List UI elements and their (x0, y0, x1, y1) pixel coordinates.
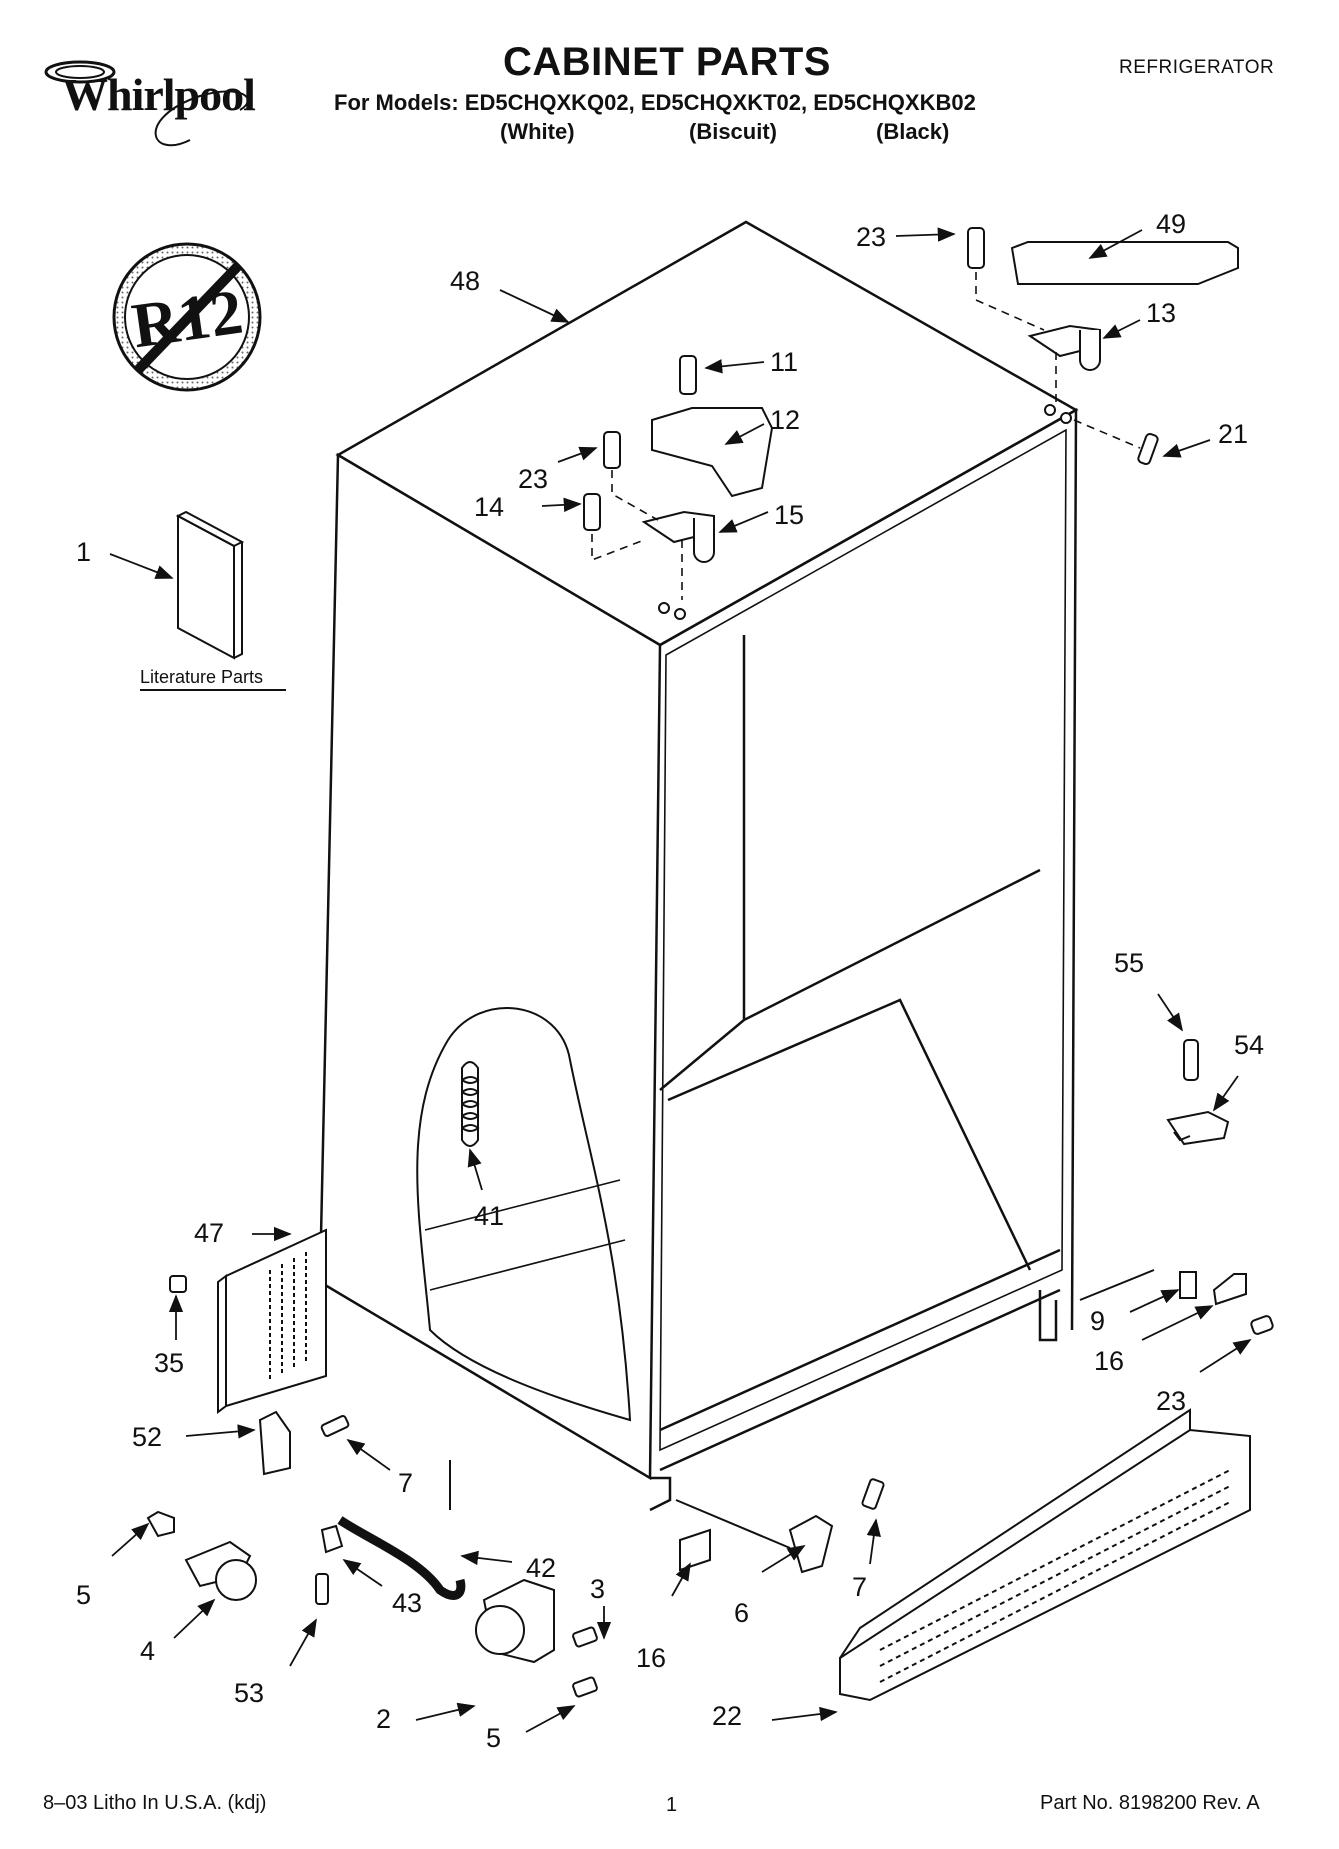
bottom-hardware (146, 1410, 885, 1698)
callout-14: 14 (474, 492, 504, 522)
callout-1: 1 (76, 537, 91, 567)
callout-9: 9 (1090, 1306, 1105, 1336)
callout-16-right: 16 (1094, 1346, 1124, 1376)
callout-numbers: 48 23 49 13 11 12 23 14 15 21 1 55 54 41… (76, 209, 1264, 1753)
callout-12: 12 (770, 405, 800, 435)
callout-6: 6 (734, 1598, 749, 1628)
rear-access-panel (169, 1228, 327, 1414)
callout-16-bottom: 16 (636, 1643, 666, 1673)
callout-53: 53 (234, 1678, 264, 1708)
callout-7-left: 7 (398, 1468, 413, 1498)
callout-48: 48 (450, 266, 480, 296)
callout-54: 54 (1234, 1030, 1264, 1060)
callout-labels (109, 227, 1252, 1733)
callout-5-bottom: 5 (486, 1723, 501, 1753)
color-black: (Black) (876, 119, 950, 144)
callout-3: 3 (590, 1574, 605, 1604)
callout-42: 42 (526, 1553, 556, 1583)
color-biscuit: (Biscuit) (689, 119, 777, 144)
callout-7-right: 7 (852, 1572, 867, 1602)
callout-15: 15 (774, 500, 804, 530)
callout-43: 43 (392, 1588, 422, 1618)
callout-4: 4 (140, 1636, 155, 1666)
footer-part-number: Part No. 8198200 Rev. A (1040, 1792, 1260, 1814)
toe-grille (839, 1408, 1251, 1702)
callout-52: 52 (132, 1422, 162, 1452)
callout-23-top: 23 (856, 222, 886, 252)
right-side-hardware (1079, 1039, 1274, 1335)
callout-55: 55 (1114, 948, 1144, 978)
whirlpool-swirl-icon (44, 60, 249, 147)
callout-22: 22 (712, 1701, 742, 1731)
dashed-leader-lines (591, 272, 1141, 600)
no-r12-badge: R12 (112, 242, 262, 392)
brand-wordmark: Whirlpool (62, 69, 256, 120)
callout-47: 47 (194, 1218, 224, 1248)
callout-23-right: 23 (1156, 1386, 1186, 1416)
callout-49: 49 (1156, 209, 1186, 239)
literature-parts-label: Literature Parts (140, 667, 263, 687)
callout-41: 41 (474, 1201, 504, 1231)
callout-35: 35 (154, 1348, 184, 1378)
literature-booklet-icon (140, 510, 286, 691)
whirlpool-logo: Whirlpool (40, 48, 280, 158)
callout-5-left: 5 (76, 1580, 91, 1610)
callout-23-mid: 23 (518, 464, 548, 494)
coil-part-41 (461, 1076, 480, 1132)
models-line: For Models: ED5CHQXKQ02, ED5CHQXKT02, ED… (334, 90, 976, 115)
callout-2: 2 (376, 1704, 391, 1734)
callout-13: 13 (1146, 298, 1176, 328)
page-title: CABINET PARTS (503, 40, 831, 84)
footer-litho: 8–03 Litho In U.S.A. (kdj) (43, 1792, 267, 1814)
footer-page-number: 1 (666, 1794, 678, 1816)
callout-21: 21 (1218, 419, 1248, 449)
top-hinge-hardware (583, 227, 1239, 620)
color-white: (White) (500, 119, 575, 144)
appliance-category: REFRIGERATOR (1119, 57, 1275, 78)
callout-11: 11 (770, 347, 798, 377)
